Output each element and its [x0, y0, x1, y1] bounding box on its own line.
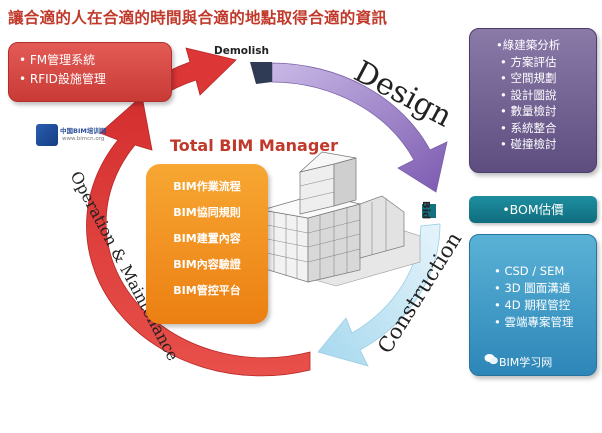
bim-item: BIM作業流程 [173, 180, 241, 193]
fm-item: • RFID設施管理 [19, 72, 106, 86]
construction-item: • 雲端專案管理 [494, 315, 574, 329]
building-model [251, 151, 421, 287]
construction-item: • 3D 圖面溝通 [494, 281, 571, 295]
bim-manager-box: BIM作業流程 BIM協同規則 BIM建置內容 BIM內容驗證 BIM管控平台 [146, 164, 268, 324]
bim-item: BIM管控平台 [173, 284, 241, 297]
bimcn-logo-icon [36, 124, 58, 146]
design-item: • 系統整合 [500, 120, 557, 135]
fm-box: • FM管理系統 • RFID設施管理 [8, 42, 172, 102]
operation-arrow [86, 95, 311, 377]
demolish-marker [250, 62, 272, 84]
wechat-icon [484, 354, 498, 365]
fm-item: • FM管理系統 [19, 53, 96, 67]
bom-box: •BOM估價 [469, 196, 597, 223]
watermark: BIM学习网 [499, 356, 553, 369]
design-item: • 碰撞檢討 [500, 137, 557, 151]
center-title: Total BIM Manager [170, 136, 339, 155]
bid-marker [422, 204, 436, 218]
logo-name: 中国BIM培训网 [60, 127, 107, 135]
page-title: 讓合適的人在合適的時間與合適的地點取得合適的資訊 [8, 9, 388, 27]
construction-item: • 4D 期程管控 [494, 298, 571, 312]
design-box: •綠建築分析 • 方案評估 • 空間規劃 • 設計圖說 • 數量檢討 • 系統整… [469, 28, 597, 173]
design-arrow [271, 62, 448, 193]
design-item: • 方案評估 [500, 54, 557, 69]
demolish-label: Demolish [214, 45, 269, 57]
bim-item: BIM內容驗證 [173, 258, 241, 271]
bid-label: Bid [420, 201, 431, 220]
bim-item: BIM建置內容 [173, 232, 241, 245]
logo-url: www.bimcn.org [62, 136, 105, 142]
construction-arrow [317, 223, 441, 367]
design-head: •綠建築分析 [496, 38, 561, 52]
design-item: • 空間規劃 [500, 71, 557, 85]
design-item: • 數量檢討 [500, 104, 557, 118]
bim-item: BIM協同規則 [173, 206, 241, 219]
construction-box: • CSD / SEM • 3D 圖面溝通 • 4D 期程管控 • 雲端專案管理 [469, 234, 597, 376]
design-item: • 設計圖說 [500, 87, 557, 102]
construction-item: • CSD / SEM [494, 264, 565, 278]
